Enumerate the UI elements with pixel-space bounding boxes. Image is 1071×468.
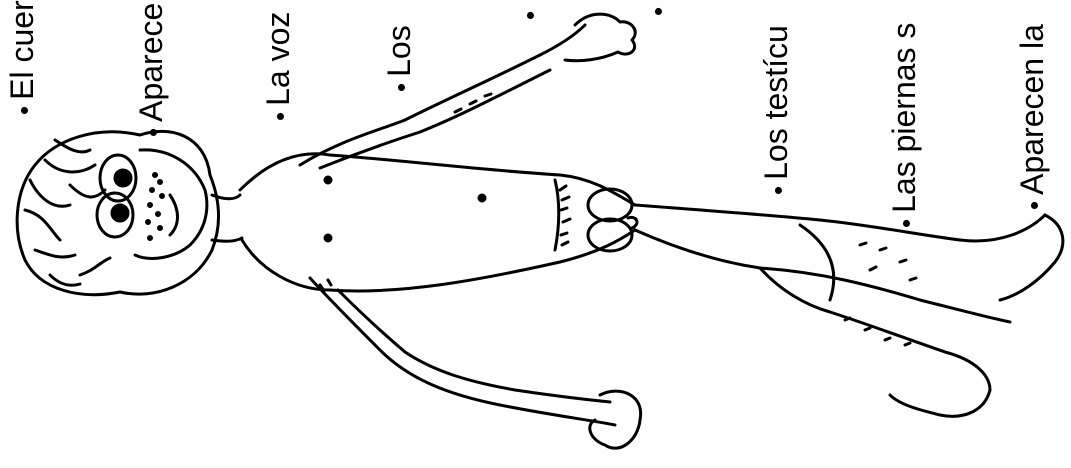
arm-upper bbox=[300, 14, 635, 168]
head bbox=[17, 131, 218, 294]
arm-lower bbox=[310, 278, 641, 448]
torso bbox=[240, 154, 635, 291]
legs bbox=[635, 205, 1063, 416]
